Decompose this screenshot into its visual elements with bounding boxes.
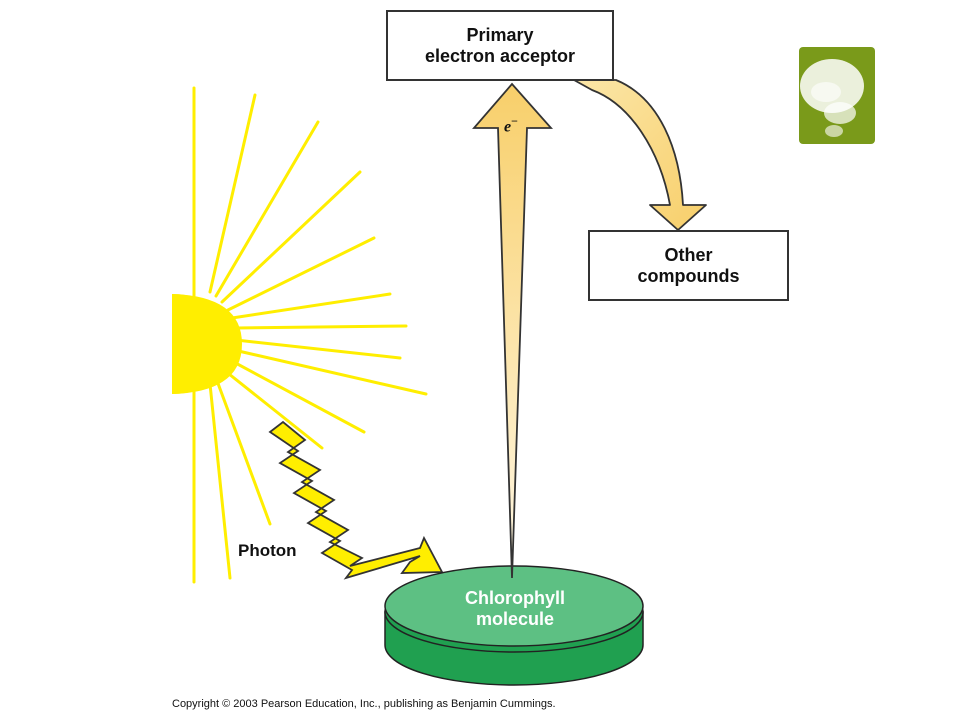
electron-charge: −: [511, 114, 518, 128]
other-compounds-line1: Other: [664, 244, 713, 265]
other-compounds-box: Other compounds: [588, 230, 789, 301]
transfer-arrow: [573, 79, 707, 231]
electron-symbol: e: [504, 118, 512, 136]
electron-label: e−: [504, 114, 518, 136]
photon-arrow: [268, 420, 444, 580]
chlorophyll-line1: Chlorophyll: [465, 588, 565, 608]
chlorophyll-line2: molecule: [475, 609, 555, 629]
electron-arrow: [472, 82, 554, 579]
copyright-text: Copyright © 2003 Pearson Education, Inc.…: [172, 698, 556, 710]
photon-label: Photon: [238, 541, 297, 560]
primary-acceptor-line2: electron acceptor: [424, 45, 576, 66]
primary-acceptor-line1: Primary: [466, 24, 534, 45]
other-compounds-line2: compounds: [637, 265, 740, 286]
chlorophyll-label: Chlorophyll molecule: [430, 588, 600, 630]
chlorophyll-disc: [384, 565, 644, 686]
speech-bubble-icon: [799, 47, 875, 144]
primary-acceptor-box: Primary electron acceptor: [386, 10, 614, 81]
sun-rays: [192, 86, 428, 584]
